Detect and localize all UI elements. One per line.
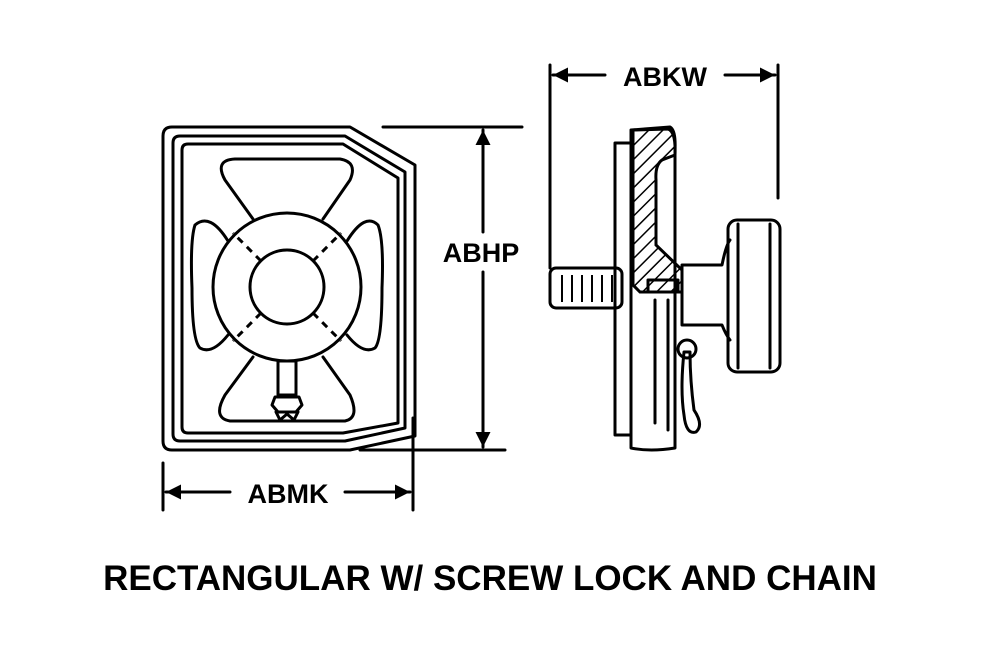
center-hole [248, 248, 326, 326]
dimension-label-abkw: ABKW [623, 62, 707, 92]
drawing-title: RECTANGULAR W/ SCREW LOCK AND CHAIN [103, 559, 877, 598]
outer-frame [161, 125, 417, 452]
chain-nut-icon [270, 395, 304, 422]
side-view [548, 125, 782, 452]
lock-ring [211, 211, 363, 363]
lock-screw-slot [646, 278, 680, 294]
knob-shaft [680, 238, 732, 342]
dimension-abmk [161, 416, 415, 512]
cover-plate [629, 125, 677, 452]
dashed-line [311, 231, 343, 263]
inner-frame [180, 142, 400, 435]
middle-frame [171, 134, 407, 443]
bottom-lobe [218, 355, 356, 423]
top-lobe [219, 157, 354, 221]
hatched-section [631, 127, 684, 294]
left-lobe [189, 219, 230, 352]
chain-clip [680, 350, 701, 434]
dimension-abhp [358, 125, 524, 452]
dimension-label-abmk: ABMK [248, 479, 329, 509]
front-view [161, 125, 417, 452]
dashed-line [231, 311, 263, 343]
dimension-abkw [548, 63, 780, 270]
dashed-line [231, 231, 263, 263]
thread-lines [561, 275, 613, 302]
right-lobe [345, 219, 384, 352]
chain-stem [276, 359, 298, 397]
chain-link-icon [676, 338, 698, 360]
thumb-knob [726, 218, 782, 374]
dashed-line [311, 311, 343, 343]
threaded-stud [548, 266, 624, 310]
dimension-label-abhp: ABHP [443, 238, 520, 268]
